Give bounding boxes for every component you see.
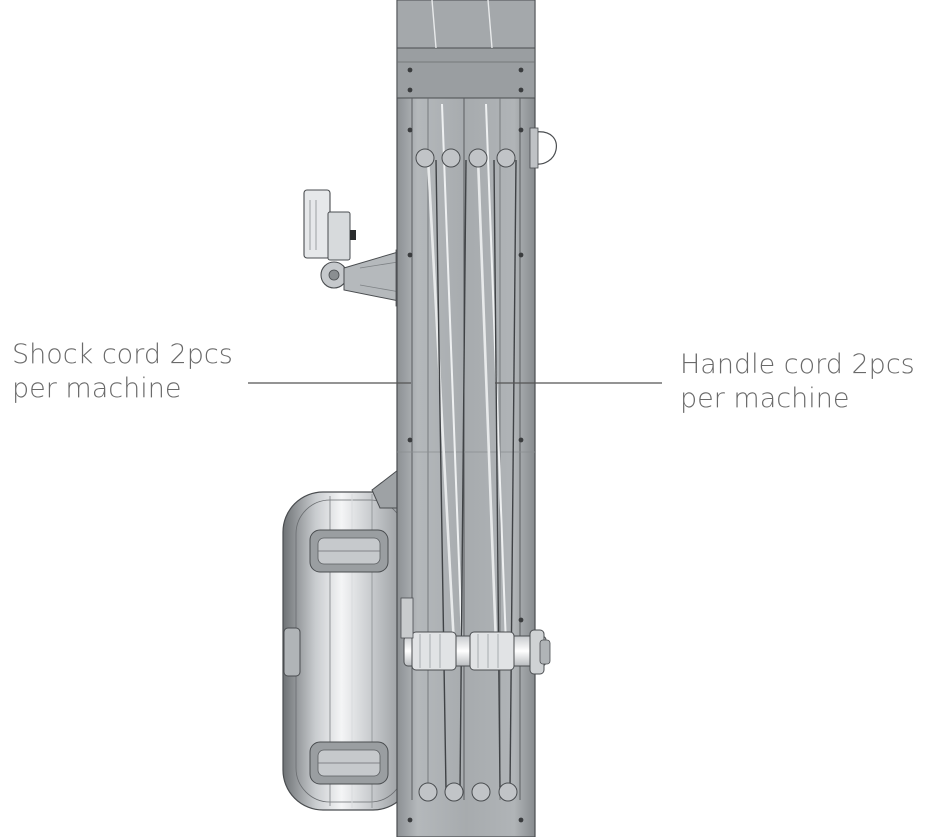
shock-cord-label: Shock cord 2pcs per machine (12, 338, 233, 406)
handle-cord-label-line1: Handle cord 2pcs (680, 349, 915, 380)
flywheel-drawing (282, 468, 414, 811)
shock-cord-label-line1: Shock cord 2pcs (12, 339, 233, 370)
handle-cord-label: Handle cord 2pcs per machine (680, 348, 915, 416)
rowing-machine-rail-drawing (396, 0, 557, 837)
monitor-drawing (303, 189, 407, 307)
handle-cord-label-line2: per machine (680, 383, 850, 414)
shock-cord-label-line2: per machine (12, 373, 182, 404)
